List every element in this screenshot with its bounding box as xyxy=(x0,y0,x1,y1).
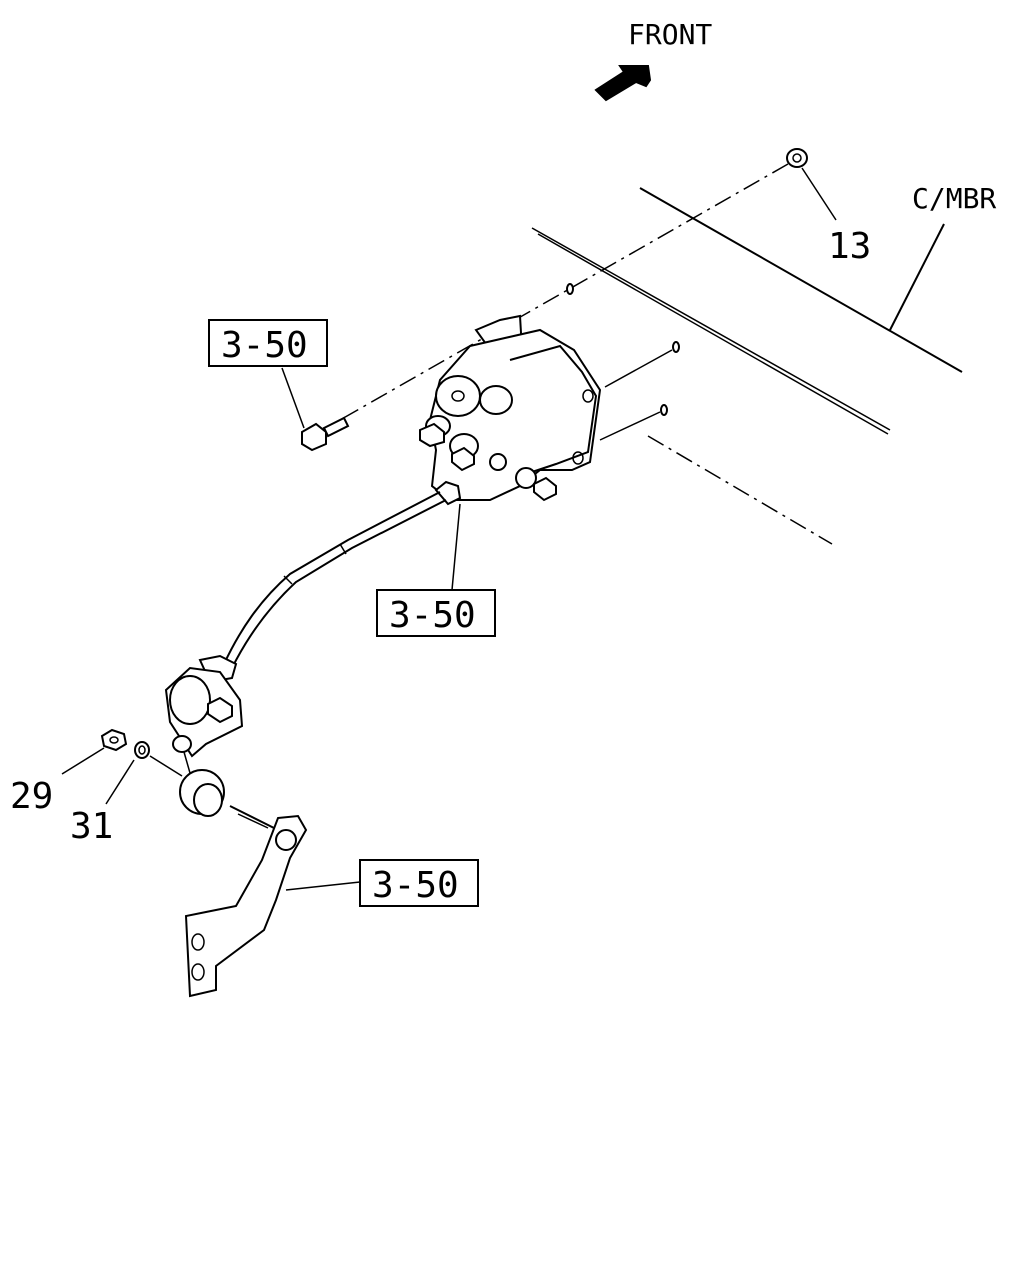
actuator-assembly xyxy=(419,314,602,506)
ref-box-bottom xyxy=(359,859,479,907)
ref-bottom-leader xyxy=(285,881,361,891)
part-31-leader xyxy=(105,759,135,805)
cross-member xyxy=(531,187,963,545)
bolt-axis-line xyxy=(339,163,789,421)
nut-29 xyxy=(100,728,128,752)
lower-bracket xyxy=(184,805,308,998)
part-31-label: 31 xyxy=(70,806,113,847)
ref-middle-leader xyxy=(451,503,461,591)
part-13-label: 13 xyxy=(828,226,871,267)
part-29-leader xyxy=(61,747,105,775)
washer-axis xyxy=(149,755,183,777)
ref-label-top: 3-50 xyxy=(221,325,308,366)
mounting-bolt xyxy=(301,416,350,452)
washer-31 xyxy=(134,741,150,759)
cross-member-label: C/MBR xyxy=(912,182,996,215)
part-29-label: 29 xyxy=(10,776,53,817)
ref-label-middle: 3-50 xyxy=(389,595,476,636)
nut-13 xyxy=(786,148,808,168)
part-13-leader xyxy=(801,167,837,221)
ref-box-top xyxy=(208,319,328,367)
ref-top-leader xyxy=(281,367,305,429)
cross-member-leader xyxy=(889,223,945,331)
cable-bracket xyxy=(164,654,244,781)
ball-joint xyxy=(179,769,225,817)
front-arrow-icon xyxy=(594,65,652,102)
ref-label-bottom: 3-50 xyxy=(372,865,459,906)
ref-box-middle xyxy=(376,589,496,637)
control-cable xyxy=(223,491,447,669)
frame-bolts xyxy=(566,283,680,441)
front-label: FRONT xyxy=(628,18,712,51)
